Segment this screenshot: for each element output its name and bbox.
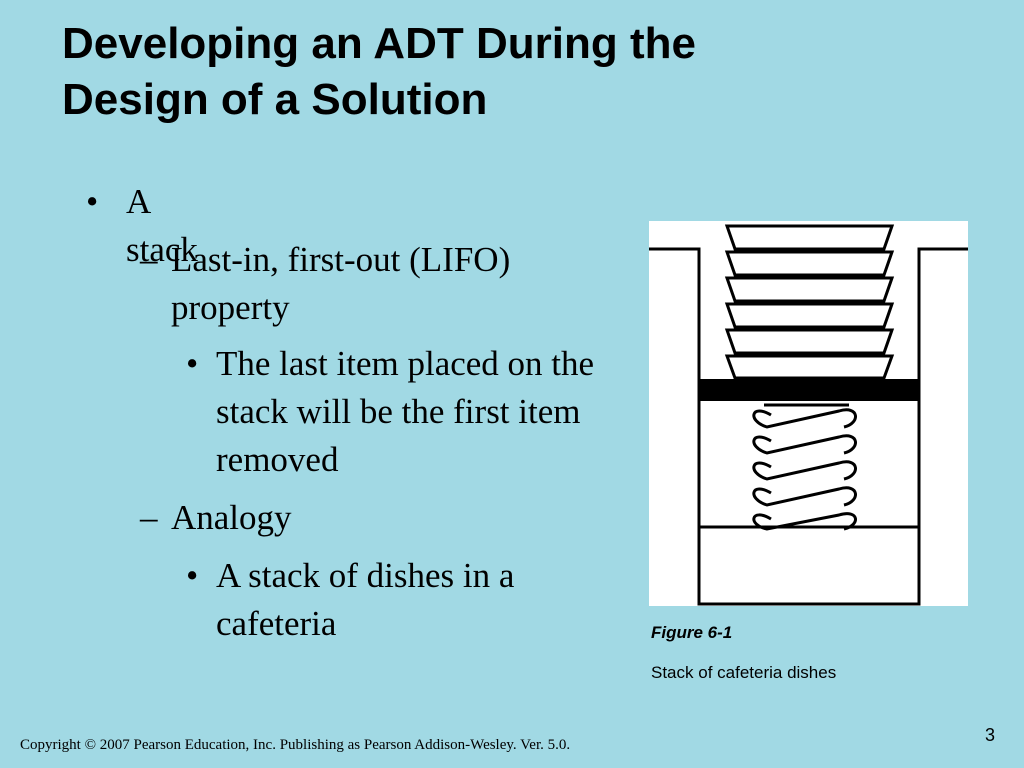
dish-icon [724, 250, 895, 277]
bullet-text: A stack [126, 182, 198, 269]
bullet-marker: • [86, 182, 99, 221]
spring-icon [752, 403, 857, 531]
bullet-text: A stack of dishes in a cafeteria [216, 556, 515, 643]
dish-icon [724, 224, 895, 251]
bullet-level2: – Analogy [140, 494, 570, 542]
dish-icon [724, 276, 895, 303]
bullet-marker: • [186, 556, 199, 595]
bullet-level1: • A stack [86, 178, 198, 274]
bullet-level3: • The last item placed on the stack will… [186, 340, 606, 484]
page-number: 3 [985, 725, 996, 745]
bullet-level2: – Last-in, first-out (LIFO) property [140, 236, 570, 332]
slide-title: Developing an ADT During the Design of a… [62, 16, 962, 128]
title-line-2: Design of a Solution [62, 75, 488, 124]
figure-label: Figure 6-1 [651, 623, 733, 642]
copyright-footer: Copyright © 2007 Pearson Education, Inc.… [20, 737, 571, 753]
stack-of-dishes-figure [649, 221, 968, 606]
bullet-text: Last-in, first-out (LIFO) property [171, 240, 511, 327]
title-line-1: Developing an ADT During the [62, 19, 696, 68]
bullet-marker: • [186, 344, 199, 383]
dish-icon [724, 354, 895, 380]
bullet-level3: • A stack of dishes in a cafeteria [186, 552, 606, 648]
stack-of-dishes-illustration [649, 221, 968, 606]
dish-icon [724, 328, 895, 355]
bullet-marker: – [140, 498, 158, 537]
figure-caption: Stack of cafeteria dishes [651, 663, 837, 682]
bullet-marker: – [140, 240, 158, 279]
dish-icon [724, 302, 895, 329]
bullet-text: The last item placed on the stack will b… [216, 344, 595, 479]
bullet-text: Analogy [171, 498, 292, 537]
